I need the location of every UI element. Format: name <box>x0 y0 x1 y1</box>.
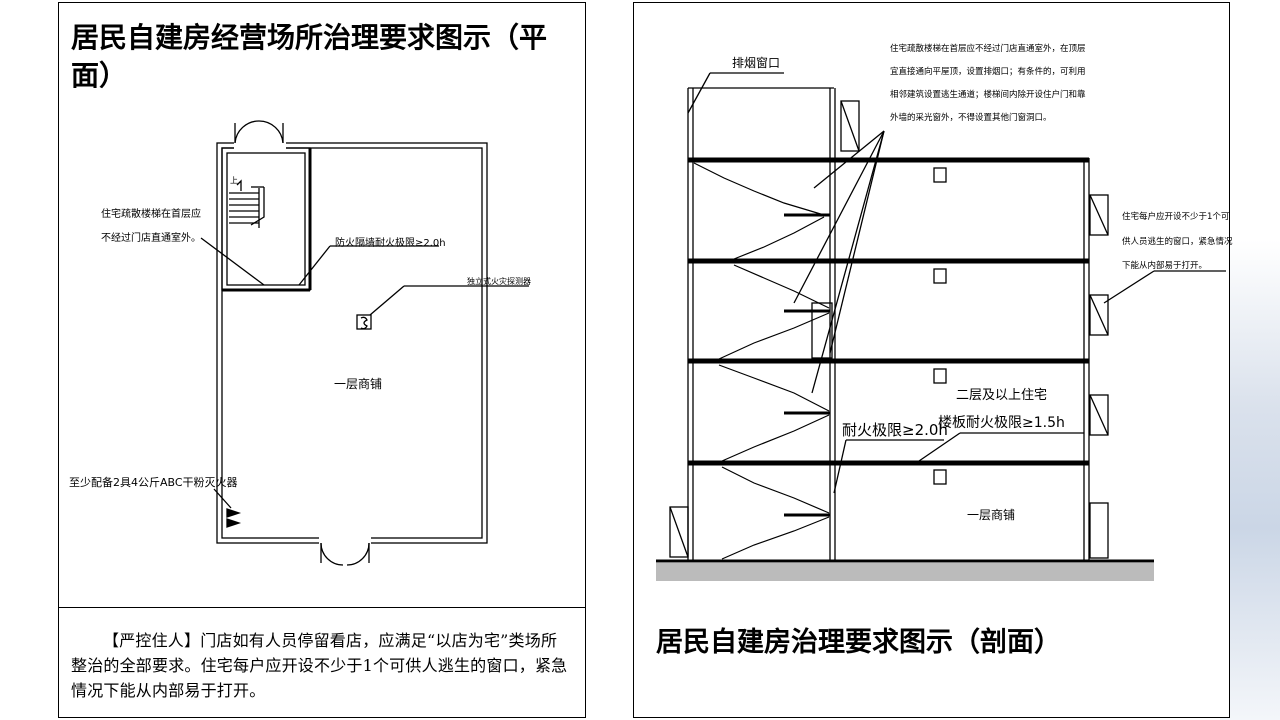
plan-outer-wall <box>216 142 488 544</box>
background-decoration <box>1220 240 1280 720</box>
section-window-note-2: 供人员逃生的窗口，紧急情况 <box>1122 236 1233 247</box>
section-stair-note-4: 外墙的采光窗外，不得设置其他门窗洞口。 <box>890 112 1052 123</box>
floor-plan-drawing: 住宅疏散楼梯在首层应 不经过门店直通室外。 上 防火隔墙耐火极限≥2.0h 独立… <box>69 120 531 566</box>
note-box: 【严控住人】门店如有人员停留看店，应满足“以店为宅”类场所整治的全部要求。住宅每… <box>59 607 585 717</box>
section-wall-rating-label: 耐火极限≥2.0h <box>842 421 948 439</box>
plan-stair-note-1: 住宅疏散楼梯在首层应 <box>101 207 201 220</box>
plan-stair-steps <box>229 179 265 228</box>
plan-panel: 居民自建房经营场所治理要求图示（平面） <box>58 2 586 718</box>
section-stair-note-2: 宜直接通向平屋顶，设置排烟口；有条件的，可利用 <box>890 66 1086 77</box>
section-smoke-window-label: 排烟窗口 <box>732 56 780 70</box>
section-upper-floors-label: 二层及以上住宅 <box>956 388 1047 403</box>
section-window-4 <box>1089 194 1109 236</box>
plan-stair-note-2: 不经过门店直通室外。 <box>101 231 201 244</box>
section-floor-rating-label: 楼板耐火极限≥1.5h <box>938 415 1065 431</box>
plan-title: 居民自建房经营场所治理要求图示（平面） <box>71 21 548 92</box>
note-text: 【严控住人】门店如有人员停留看店，应满足“以店为宅”类场所整治的全部要求。住宅每… <box>71 631 568 700</box>
section-window-2 <box>1089 394 1109 436</box>
section-drawing: 排烟窗口 住宅疏散楼梯在首层应不经过门店直通室外，在顶层 宜直接通向平屋顶，设置… <box>656 43 1233 581</box>
plan-stair-up-label: 上 <box>230 176 238 185</box>
plan-shop-label: 一层商铺 <box>334 376 382 391</box>
stair-room-wall <box>221 147 311 291</box>
plan-inner-wall <box>221 147 483 539</box>
section-panel: 排烟窗口 住宅疏散楼梯在首层应不经过门店直通室外，在顶层 宜直接通向平屋顶，设置… <box>633 2 1233 718</box>
section-title: 居民自建房治理要求图示（剖面） <box>656 627 1061 658</box>
section-shop-door <box>1089 502 1109 559</box>
section-shop-label: 一层商铺 <box>967 507 1015 522</box>
plan-detector-label: 独立式火灾探测器 <box>467 276 531 286</box>
section-window-note-3: 下能从内部易于打开。 <box>1122 260 1207 271</box>
extinguisher-icon <box>213 488 242 528</box>
section-window-3 <box>1089 294 1109 336</box>
section-stair-note-1: 住宅疏散楼梯在首层应不经过门店直通室外，在顶层 <box>890 43 1086 54</box>
section-stair-note-3: 相邻建筑设置逃生通道；楼梯间内除开设住户门和靠 <box>890 89 1086 100</box>
plan-extinguisher-label: 至少配备2具4公斤ABC干粉灭火器 <box>69 475 238 489</box>
plan-fire-wall-label: 防火隔墙耐火极限≥2.0h <box>335 236 446 249</box>
section-window-note-1: 住宅每户应开设不少于1个可 <box>1122 211 1230 222</box>
